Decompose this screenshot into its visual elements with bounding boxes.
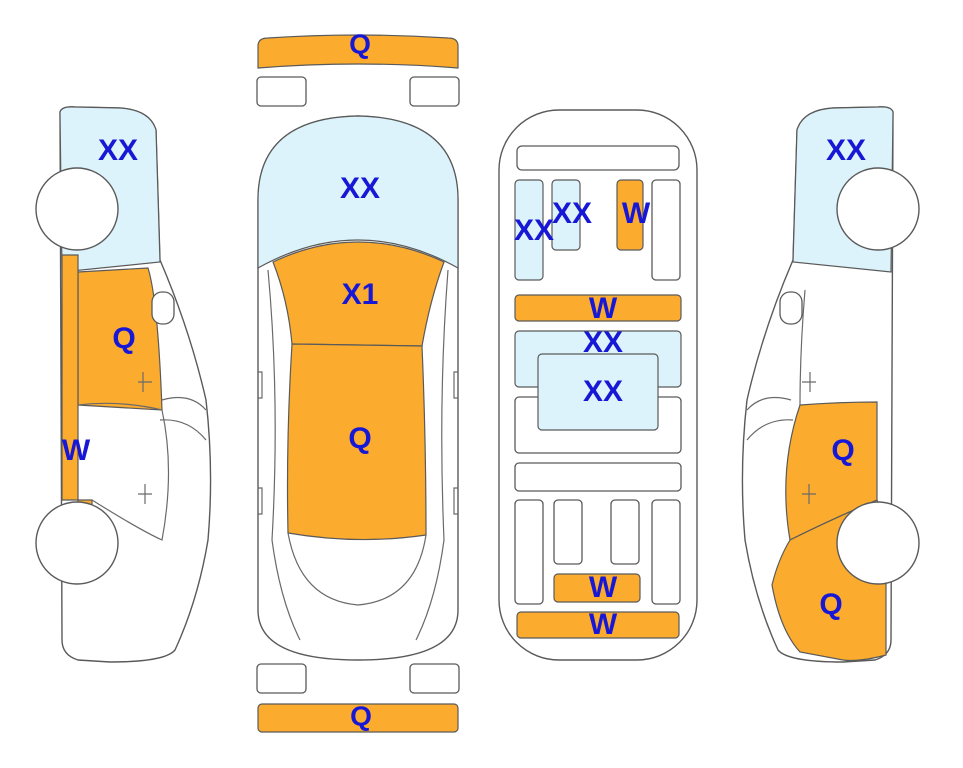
interior-console-label: XX — [583, 375, 623, 408]
interior-row-lower-label: W — [589, 571, 618, 604]
right-handle-rear — [802, 484, 816, 504]
top-front-body-label: Q — [348, 422, 371, 455]
right-roof-window-label: XX — [826, 134, 866, 167]
left-window-line — [159, 397, 207, 441]
top-windshield-zone — [257, 115, 459, 270]
front-bumper-label: Q — [349, 28, 371, 59]
right-mirror — [779, 291, 803, 325]
interior-seat-mid-zone — [551, 179, 581, 251]
top-view: Q XX X1 Q Q — [256, 28, 460, 733]
rear-bumper-zone — [257, 703, 459, 733]
interior-seat-far-right — [651, 179, 681, 281]
interior-seat-mid-label: XX — [552, 197, 592, 230]
top-left-fender-line — [267, 269, 301, 641]
interior-row-lower-zone — [553, 573, 641, 603]
left-door-line — [77, 402, 170, 541]
interior-rear-seat-4 — [651, 499, 681, 605]
top-trunk-line — [287, 532, 427, 606]
interior-rear-seat-3 — [610, 499, 640, 565]
interior-seat-right-label: W — [622, 197, 651, 230]
top-front-body-zone — [286, 343, 427, 541]
top-left-mirror — [258, 371, 263, 515]
rear-right-light — [409, 663, 460, 694]
interior-view: XX XX W W XX XX W W — [498, 109, 698, 661]
interior-row-bottom-zone — [516, 611, 680, 639]
left-mirror — [151, 291, 175, 325]
right-door-line — [746, 289, 806, 441]
interior-console-top-label: XX — [583, 326, 623, 359]
left-rear-wheel — [35, 501, 119, 585]
top-hood-zone — [272, 241, 445, 347]
right-handle-front — [802, 372, 816, 392]
left-handle-front — [138, 372, 152, 392]
top-right-mirror — [453, 371, 458, 515]
right-rear-door-label: Q — [831, 434, 854, 467]
interior-row1-label: W — [589, 292, 618, 325]
interior-seat-right-zone — [616, 179, 644, 251]
left-handle-rear — [138, 484, 152, 504]
left-sill-label: W — [62, 434, 91, 467]
left-side-view: XX Q W — [35, 106, 212, 663]
front-right-light — [409, 76, 460, 107]
interior-console-zone — [537, 353, 659, 431]
left-front-door-label: Q — [112, 322, 135, 355]
right-rear-wheel — [836, 501, 920, 585]
right-side-view: XX Q Q — [741, 106, 920, 663]
interior-rear-seat-1 — [514, 499, 544, 605]
right-front-wheel — [836, 167, 920, 251]
front-left-light — [256, 76, 307, 107]
rear-left-light — [256, 663, 307, 694]
interior-rear-bench — [514, 462, 682, 492]
top-windshield-label: XX — [340, 172, 380, 205]
front-bumper-zone — [257, 34, 459, 69]
interior-seat-left-zone — [514, 179, 544, 281]
top-hood-label: X1 — [342, 278, 379, 311]
left-front-wheel — [35, 167, 119, 251]
rear-bumper-label: Q — [350, 700, 372, 731]
interior-dashboard — [516, 145, 680, 171]
left-roof-window-label: XX — [98, 134, 138, 167]
interior-row-bottom-label: W — [589, 608, 618, 641]
interior-seat-left-label: XX — [514, 214, 554, 247]
interior-row1-zone — [514, 294, 682, 322]
right-rear-quarter-label: Q — [819, 588, 842, 621]
top-right-fender-line — [415, 269, 449, 641]
interior-rear-seat-2 — [553, 499, 583, 565]
